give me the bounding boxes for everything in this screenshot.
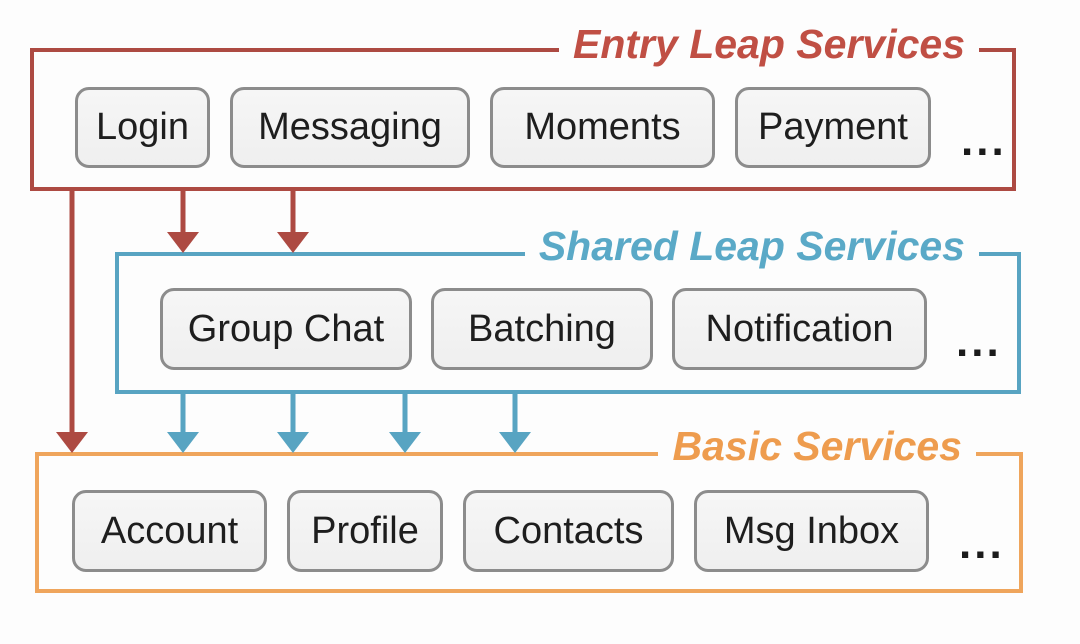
service-box-group-chat: Group Chat	[160, 288, 412, 370]
arrow-shared-to-basic-1	[167, 394, 199, 453]
arrow-stem	[180, 394, 186, 433]
arrow-entry-to-shared-1	[167, 191, 199, 253]
service-box-notification: Notification	[672, 288, 927, 370]
entry-services-row: Login Messaging Moments Payment ...	[75, 87, 1007, 168]
arrow-shared-to-basic-2	[277, 394, 309, 453]
basic-layer-title: Basic Services	[658, 421, 976, 471]
service-box-payment: Payment	[735, 87, 931, 168]
arrow-head-icon	[389, 432, 421, 453]
entry-layer-frame	[30, 48, 1016, 191]
arrow-stem	[180, 191, 186, 233]
arrow-entry-to-basic	[56, 191, 88, 453]
basic-layer-frame	[35, 452, 1023, 593]
arrow-entry-to-shared-2	[277, 191, 309, 253]
arrow-stem	[290, 394, 296, 433]
basic-services-row: Account Profile Contacts Msg Inbox ...	[72, 490, 1005, 572]
entry-layer-title: Entry Leap Services	[559, 19, 979, 69]
service-box-contacts: Contacts	[463, 490, 674, 572]
arrow-head-icon	[277, 432, 309, 453]
service-box-login: Login	[75, 87, 210, 168]
arrow-head-icon	[167, 432, 199, 453]
arrow-head-icon	[499, 432, 531, 453]
basic-more-ellipsis: ...	[959, 519, 1005, 568]
shared-more-ellipsis: ...	[956, 317, 1002, 366]
arrow-head-icon	[277, 232, 309, 253]
service-box-profile: Profile	[287, 490, 443, 572]
service-box-messaging: Messaging	[230, 87, 470, 168]
service-box-account: Account	[72, 490, 267, 572]
shared-services-row: Group Chat Batching Notification ...	[160, 288, 1002, 370]
shared-layer-title: Shared Leap Services	[524, 221, 979, 271]
service-box-moments: Moments	[490, 87, 715, 168]
arrow-shared-to-basic-4	[499, 394, 531, 453]
arrow-stem	[69, 191, 75, 433]
arrow-stem	[402, 394, 408, 433]
service-box-batching: Batching	[431, 288, 653, 370]
entry-more-ellipsis: ...	[961, 115, 1007, 165]
arrow-stem	[290, 191, 296, 233]
arrow-head-icon	[167, 232, 199, 253]
arrow-stem	[512, 394, 518, 433]
arrow-shared-to-basic-3	[389, 394, 421, 453]
arrow-head-icon	[56, 432, 88, 453]
service-box-msg-inbox: Msg Inbox	[694, 490, 929, 572]
